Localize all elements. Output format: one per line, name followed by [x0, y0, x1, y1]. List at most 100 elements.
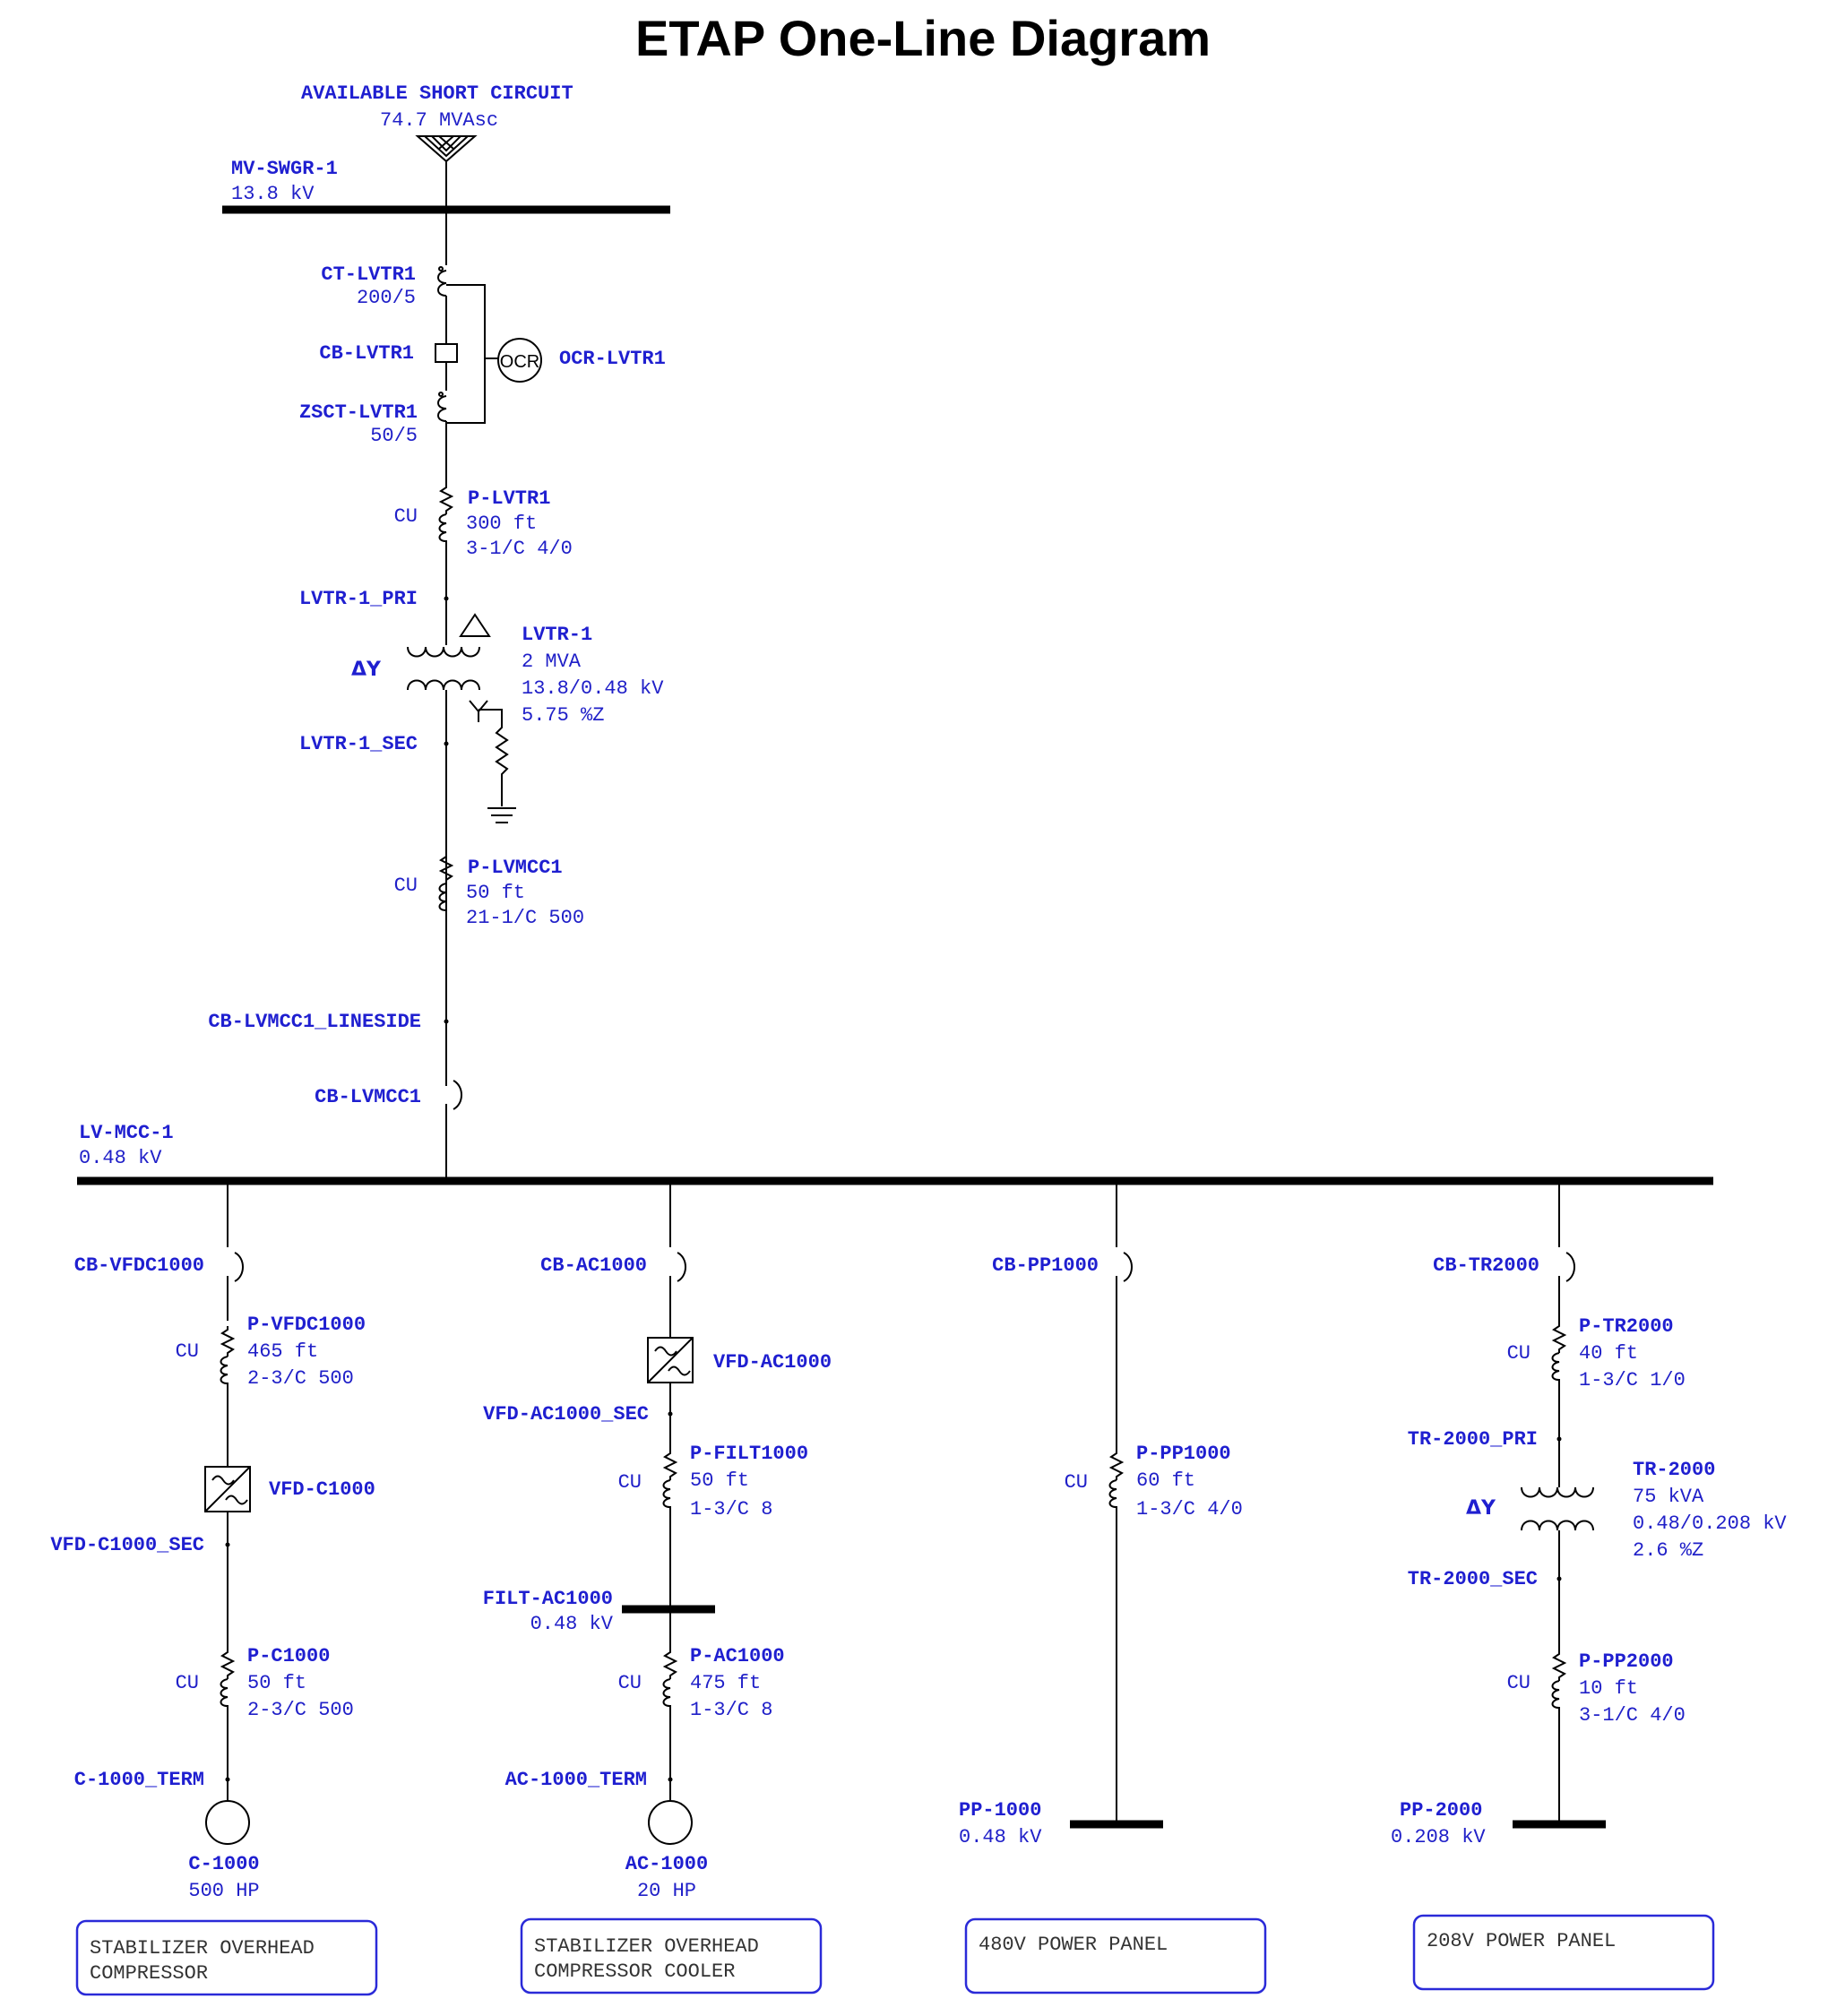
- diagram-title: ETAP One-Line Diagram: [635, 10, 1211, 66]
- cable-p-filt1000-name: P-FILT1000: [690, 1443, 808, 1465]
- cable-p-lvmcc1-name: P-LVMCC1: [468, 857, 563, 879]
- vfd-ac1000-sec: VFD-AC1000_SEC: [483, 1403, 649, 1426]
- cable-p-pp1000-size: 1-3/C 4/0: [1136, 1498, 1243, 1521]
- vfd-c1000-name: VFD-C1000: [269, 1478, 375, 1501]
- cable-p-pp2000-length: 10 ft: [1579, 1677, 1638, 1700]
- cable-p-lvtr1-size: 3-1/C 4/0: [466, 538, 573, 560]
- cb-lvmcc1-name: CB-LVMCC1: [315, 1086, 421, 1108]
- mv-bus-name: MV-SWGR-1: [231, 158, 338, 180]
- cable-p-pp1000-icon[interactable]: [1108, 1449, 1123, 1513]
- cable-p-pp1000-material: CU: [1065, 1471, 1088, 1494]
- pp2000-name: PP-2000: [1400, 1799, 1482, 1822]
- ground-icon: [487, 807, 516, 823]
- ct-lvtr1-ratio: 200/5: [357, 287, 416, 309]
- branch-pp1000: CB-PP1000 CU P-PP1000 60 ft 1-3/C 4/0 PP…: [959, 1181, 1267, 1994]
- zsct-lvtr1-icon[interactable]: [437, 392, 447, 422]
- node-lvtr1-pri: LVTR-1_PRI: [299, 588, 418, 610]
- xfmr-tr2000-impedance: 2.6 %Z: [1633, 1539, 1703, 1562]
- cb-lvtr1-icon[interactable]: [435, 343, 458, 363]
- cable-p-lvtr1-name: P-LVTR1: [468, 487, 550, 510]
- cb-tr2000-name: CB-TR2000: [1433, 1254, 1539, 1277]
- cable-p-lvtr1-icon[interactable]: [438, 483, 453, 547]
- cable-p-pp1000-length: 60 ft: [1136, 1469, 1195, 1492]
- cable-p-vfdc1000-material: CU: [176, 1340, 199, 1363]
- branch-c1000: CB-VFDC1000 CU P-VFDC1000 465 ft 2-3/C 5…: [50, 1181, 378, 1996]
- cable-p-filt1000-icon[interactable]: [662, 1449, 677, 1513]
- neutral-ground-resistor: [479, 709, 509, 806]
- cable-p-vfdc1000-name: P-VFDC1000: [247, 1314, 366, 1336]
- motor-ac1000-name: AC-1000: [625, 1853, 708, 1875]
- cable-p-c1000-icon[interactable]: [220, 1648, 234, 1712]
- cable-p-vfdc1000-icon[interactable]: [220, 1325, 234, 1390]
- cable-p-filt1000-material: CU: [618, 1471, 642, 1494]
- motor-c1000-rating: 500 HP: [188, 1880, 259, 1902]
- cb-vfdc1000-icon[interactable]: [227, 1252, 244, 1321]
- transformer-lvtr1-icon[interactable]: [407, 613, 491, 722]
- cable-p-ac1000-length: 475 ft: [690, 1672, 761, 1694]
- pp1000-voltage: 0.48 kV: [959, 1826, 1042, 1848]
- xfmr-tr2000-rating: 75 kVA: [1633, 1486, 1704, 1508]
- vfd-c1000-sec: VFD-C1000_SEC: [50, 1534, 204, 1556]
- cb-pp1000-icon[interactable]: [1116, 1252, 1133, 1450]
- cable-p-ac1000-material: CU: [618, 1672, 642, 1694]
- note-pp1000-line1: 480V POWER PANEL: [979, 1934, 1168, 1956]
- branch-ac1000: CB-AC1000 VFD-AC1000 VFD-AC1000_SEC CU P…: [483, 1181, 832, 1994]
- xfmr-tr2000-voltage: 0.48/0.208 kV: [1633, 1512, 1787, 1535]
- motor-ac1000-rating: 20 HP: [637, 1880, 696, 1902]
- note-box-ac1000: [520, 1917, 823, 1994]
- cable-p-filt1000-size: 1-3/C 8: [690, 1498, 772, 1521]
- filt-ac1000-name: FILT-AC1000: [483, 1588, 613, 1610]
- cable-p-ac1000-size: 1-3/C 8: [690, 1699, 772, 1721]
- cb-lvtr1-name: CB-LVTR1: [319, 342, 414, 365]
- cable-p-tr2000-name: P-TR2000: [1579, 1315, 1674, 1338]
- cb-tr2000-icon[interactable]: [1558, 1252, 1575, 1322]
- lv-bus-name: LV-MCC-1: [79, 1122, 174, 1144]
- node-tr2000-sec: TR-2000_SEC: [1408, 1568, 1538, 1590]
- cable-p-vfdc1000-length: 465 ft: [247, 1340, 318, 1363]
- cable-p-ac1000-icon[interactable]: [662, 1648, 677, 1712]
- node-tr2000-pri: TR-2000_PRI: [1408, 1428, 1538, 1451]
- lv-bus-voltage: 0.48 kV: [79, 1147, 162, 1169]
- cable-p-pp2000-size: 3-1/C 4/0: [1579, 1704, 1686, 1727]
- cable-p-filt1000-length: 50 ft: [690, 1469, 749, 1492]
- relay-wiring: [446, 284, 486, 424]
- source-rating: 74.7 MVAsc: [380, 109, 498, 132]
- motor-c1000-icon[interactable]: [205, 1800, 250, 1845]
- zsct-lvtr1-name: ZSCT-LVTR1: [299, 401, 418, 424]
- cb-lvmcc1-icon[interactable]: [445, 1072, 462, 1181]
- cable-p-tr2000-icon[interactable]: [1551, 1322, 1565, 1386]
- cable-p-pp2000-material: CU: [1507, 1672, 1531, 1694]
- cable-p-pp2000-icon[interactable]: [1551, 1650, 1565, 1714]
- note-c1000-line2: COMPRESSOR: [90, 1962, 208, 1985]
- note-box-pp2000: [1412, 1914, 1715, 1991]
- cb-ac1000-name: CB-AC1000: [540, 1254, 647, 1277]
- vfd-c1000-icon[interactable]: [204, 1466, 251, 1512]
- node-lvtr1-sec: LVTR-1_SEC: [299, 733, 418, 755]
- motor-c1000-name: C-1000: [188, 1853, 259, 1875]
- note-ac1000-line1: STABILIZER OVERHEAD: [534, 1935, 759, 1958]
- ocr-relay-icon[interactable]: [497, 338, 542, 383]
- cable-p-c1000-material: CU: [176, 1672, 199, 1694]
- cable-p-pp1000-name: P-PP1000: [1136, 1443, 1231, 1465]
- ct-lvtr1-name: CT-LVTR1: [321, 263, 416, 286]
- cable-p-vfdc1000-size: 2-3/C 500: [247, 1367, 354, 1390]
- cable-p-ac1000-name: P-AC1000: [690, 1645, 785, 1667]
- note-c1000-line1: STABILIZER OVERHEAD: [90, 1937, 315, 1960]
- vfd-ac1000-icon[interactable]: [647, 1337, 694, 1383]
- motor-ac1000-icon[interactable]: [648, 1800, 693, 1845]
- note-pp2000-line1: 208V POWER PANEL: [1427, 1930, 1616, 1952]
- ct-lvtr1-icon[interactable]: [437, 266, 447, 297]
- transformer-tr2000-icon[interactable]: [1521, 1486, 1594, 1531]
- cable-p-lvtr1-material: CU: [394, 505, 418, 528]
- xfmr-tr2000-conn: ΔY: [1466, 1497, 1496, 1520]
- cb-pp1000-name: CB-PP1000: [992, 1254, 1099, 1277]
- xfmr-lvtr1-rating: 2 MVA: [522, 650, 582, 673]
- cb-ac1000-icon[interactable]: [669, 1252, 686, 1337]
- cable-p-tr2000-size: 1-3/C 1/0: [1579, 1369, 1686, 1391]
- filt-ac1000-voltage: 0.48 kV: [530, 1613, 614, 1635]
- cable-p-c1000-length: 50 ft: [247, 1672, 306, 1694]
- mv-bus-voltage: 13.8 kV: [231, 183, 315, 205]
- xfmr-lvtr1-voltage: 13.8/0.48 kV: [522, 677, 664, 700]
- source-name: AVAILABLE SHORT CIRCUIT: [301, 82, 573, 105]
